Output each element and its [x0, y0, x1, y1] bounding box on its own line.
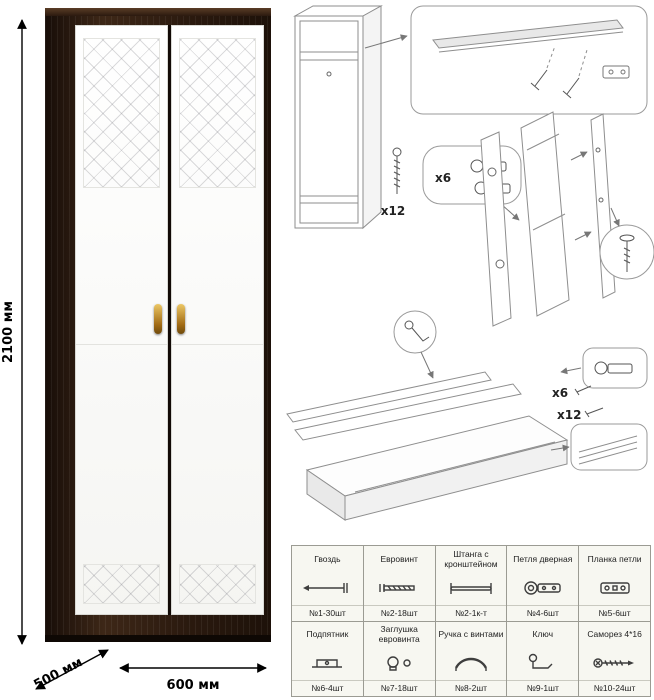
part-name: Ключ [532, 629, 554, 640]
part-count: №10-24шт [579, 680, 650, 696]
wardrobe-doors [75, 25, 264, 615]
strips-detail-box [550, 423, 648, 471]
part-cell-hinge: Петля дверная №4-6шт [507, 546, 579, 621]
bracket-icon [602, 65, 630, 79]
key-icon [507, 647, 578, 681]
part-cell-nail: Гвоздь №1-30шт [292, 546, 363, 621]
handle-icon [436, 647, 507, 681]
part-name: Штанга с кронштейном [444, 548, 498, 569]
assembly-diagrams: x12 x6 [286, 5, 654, 521]
wardrobe-illustration [45, 8, 271, 642]
part-count: №2-18шт [363, 604, 435, 621]
width-label: 600 мм [167, 678, 220, 693]
dimension-arrows: 2100 мм 500 мм 600 мм [1, 19, 267, 693]
part-count: №4-6шт [507, 604, 579, 621]
key-detail-circle [393, 310, 437, 379]
callout-screws-bottom: x12 [557, 408, 581, 422]
screw-detail-circle [599, 207, 654, 280]
small-screw-icon [584, 407, 604, 418]
part-count: №6-4шт [292, 680, 363, 696]
part-name: Саморез 4*16 [587, 629, 642, 640]
part-cell-rod: Штанга с кронштейном №2-1к-т [435, 546, 507, 621]
part-count: №7-18шт [363, 680, 435, 696]
confirmat-screw-icon [392, 147, 402, 194]
part-name: Гвоздь [314, 553, 341, 564]
part-cell-cap: Заглушка евровинта №7-18шт [363, 621, 435, 696]
rail-detail-box [410, 5, 648, 115]
door-hinge-icon [507, 571, 578, 605]
carcass-diagram [293, 5, 383, 230]
hinge-detail-bottom [560, 347, 648, 389]
exploded-panels [480, 111, 616, 327]
diamond-pattern-bottom [179, 564, 256, 604]
right-door [171, 25, 264, 615]
part-cell-hinge-plate: Планка петли №5-6шт [579, 546, 650, 621]
part-cell-handle: Ручка с винтами №8-2шт [435, 621, 507, 696]
hinge-plate-icon [579, 571, 650, 605]
part-name: Планка петли [587, 553, 642, 564]
door-handle [154, 304, 162, 334]
diamond-pattern-top [83, 38, 160, 188]
rod-bracket-icon [436, 571, 507, 605]
door-handle [177, 304, 185, 334]
part-cell-key: Ключ №9-1шт [507, 621, 579, 696]
small-screw-icon [574, 385, 592, 396]
part-count: №5-6шт [579, 604, 650, 621]
rail-screws-icon [530, 69, 580, 99]
part-count: №2-1к-т [435, 604, 507, 621]
door-seam [172, 343, 263, 345]
part-count: №9-1шт [507, 680, 579, 696]
part-cell-screw: Саморез 4*16 №10-24шт [579, 621, 650, 696]
foot-glide-icon [292, 647, 363, 681]
part-name: Подпятник [306, 629, 349, 640]
part-count: №8-2шт [435, 680, 507, 696]
part-count: №1-30шт [292, 604, 363, 621]
parts-table: Гвоздь №1-30шт Евровинт №2-18шт Штанга с… [291, 545, 651, 697]
flat-pack-panels [286, 371, 569, 521]
part-cell-euroscrew: Евровинт №2-18шт [363, 546, 435, 621]
door-seam [76, 343, 167, 345]
callout-hinges-bottom: x6 [552, 386, 568, 400]
callout-hinges-top: x6 [435, 171, 451, 185]
part-name: Ручка с винтами [438, 629, 504, 640]
euroscrew-icon [364, 571, 435, 605]
depth-arrow [35, 649, 109, 690]
part-name: Петля дверная [513, 553, 573, 564]
callout-screws-top: x12 [381, 204, 405, 218]
part-cell-foot: Подпятник №6-4шт [292, 621, 363, 696]
diamond-pattern-top [179, 38, 256, 188]
height-label: 2100 мм [1, 301, 16, 363]
part-name: Евровинт [380, 553, 418, 564]
left-door [75, 25, 168, 615]
diamond-pattern-bottom [83, 564, 160, 604]
screw-icon [579, 647, 650, 681]
depth-label: 500 мм [31, 655, 85, 693]
screw-cap-icon [364, 647, 435, 681]
part-name: Заглушка евровинта [378, 624, 420, 644]
nail-icon [292, 571, 363, 605]
key-glyph-icon [404, 320, 430, 342]
